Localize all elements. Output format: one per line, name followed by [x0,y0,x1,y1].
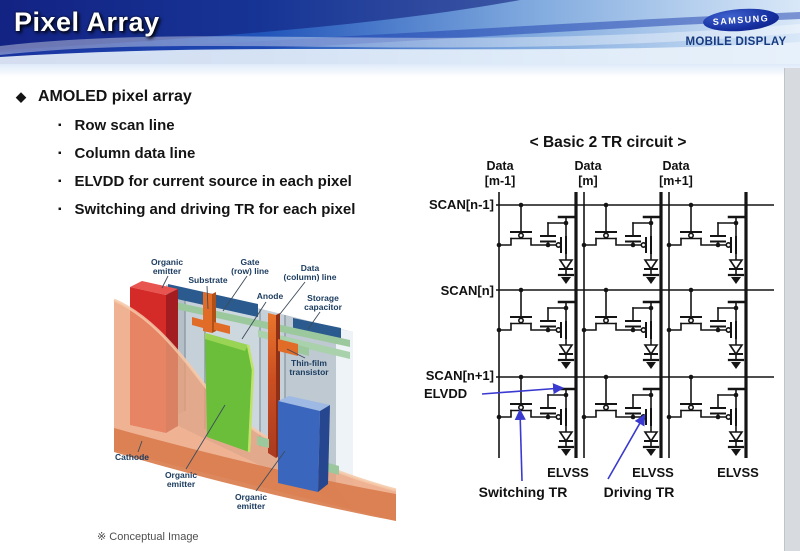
svg-text:emitter: emitter [237,501,266,511]
circuit-grid-lines [496,192,774,458]
elvss-label: ELVSS [632,465,674,480]
conceptual-image-caption: ※ Conceptual Image [97,531,199,543]
label-gate-row-line: Gate [241,257,260,267]
label-data-column-line: Data [301,263,320,273]
brand-subtitle: MOBILE DISPLAY [685,36,787,48]
pixel-cell [580,286,663,371]
svg-text:capacitor: capacitor [304,302,342,312]
square-bullet-icon: ▪ [58,148,62,159]
label-organic-emitter-mid: Organic [165,470,197,480]
pixel-cell [580,201,663,286]
elvss-label: ELVSS [717,465,759,480]
data-col-label: Data [486,159,514,173]
header-wave-graphic [0,0,800,64]
2tr-circuit-diagram: < Basic 2 TR circuit > Data [m-1] Data [… [424,134,774,500]
label-substrate: Substrate [188,275,227,285]
amoled-structure-figure: Organic emitter Substrate Gate (row) lin… [113,257,397,521]
label-organic-emitter-bottom: Organic [235,492,267,502]
pixel-cell [580,373,663,458]
bullet-main-label: AMOLED pixel array [38,88,192,105]
green-organic-emitter [205,333,255,453]
bullet-item: ▪ Switching and driving TR for each pixe… [58,201,436,218]
square-bullet-icon: ▪ [58,120,62,131]
label-thin-film-transistor: Thin-film [291,358,327,368]
bullet-item: ▪ Column data line [58,145,436,162]
svg-text:transistor: transistor [289,367,329,377]
square-bullet-icon: ▪ [58,204,62,215]
square-bullet-icon: ▪ [58,176,62,187]
storage-capacitor-slab [293,318,341,341]
svg-text:emitter: emitter [153,266,182,276]
bullet-sub-list: ▪ Row scan line ▪ Column data line ▪ ELV… [58,117,436,218]
circuit-title: < Basic 2 TR circuit > [530,134,687,151]
page-title: Pixel Array [14,7,160,37]
blue-organic-emitter [278,396,330,492]
svg-text:(column) line: (column) line [284,272,337,282]
svg-text:[m]: [m] [578,174,597,188]
bullet-item-label: ELVDD for current source in each pixel [74,173,352,190]
bullet-list: ◆ AMOLED pixel array ▪ Row scan line ▪ C… [16,88,436,218]
bullet-item: ▪ Row scan line [58,117,436,134]
switching-tr-label: Switching TR [479,484,568,500]
bullet-item-label: Row scan line [74,117,175,134]
driving-tr-label: Driving TR [604,484,675,500]
pixel-cell [665,201,748,286]
bullet-item: ▪ ELVDD for current source in each pixel [58,173,436,190]
annotation-arrows [481,383,646,482]
bullet-item-label: Column data line [74,145,196,162]
svg-text:[m-1]: [m-1] [485,174,516,188]
pixel-cell [495,286,578,371]
scan-row-label: SCAN[n+1] [426,368,494,383]
scan-row-label: SCAN[n-1] [429,197,494,212]
svg-text:[m+1]: [m+1] [659,174,693,188]
driving-tr-arrow [607,414,646,480]
data-col-label: Data [574,159,602,173]
bullet-main-row: ◆ AMOLED pixel array [16,88,436,106]
bullet-item-label: Switching and driving TR for each pixel [74,201,356,218]
pixel-cell [495,373,578,458]
pixel-cell [665,373,748,458]
elvss-label: ELVSS [547,465,589,480]
pixel-cell [495,201,578,286]
label-organic-emitter-top: Organic [151,257,183,267]
diamond-bullet-icon: ◆ [16,89,26,104]
label-cathode: Cathode [115,452,149,462]
label-storage-capacitor: Storage [307,293,339,303]
page-edge-strip [784,68,800,551]
header-banner: Pixel Array SAMSUNG MOBILE DISPLAY [0,0,800,64]
figure-leader-lines [137,275,321,492]
pixel-cell [665,286,748,371]
data-col-label: Data [662,159,690,173]
label-anode: Anode [257,291,284,301]
scan-row-label: SCAN[n] [441,283,494,298]
gate-line-vertical-bar [192,292,230,334]
elvdd-arrow [481,383,565,395]
header-fade [0,64,800,77]
switching-tr-arrow [514,408,526,482]
elvdd-label: ELVDD [424,386,467,401]
samsung-logo-text: SAMSUNG [712,13,770,27]
svg-text:(row) line: (row) line [231,266,269,276]
svg-text:emitter: emitter [167,479,196,489]
